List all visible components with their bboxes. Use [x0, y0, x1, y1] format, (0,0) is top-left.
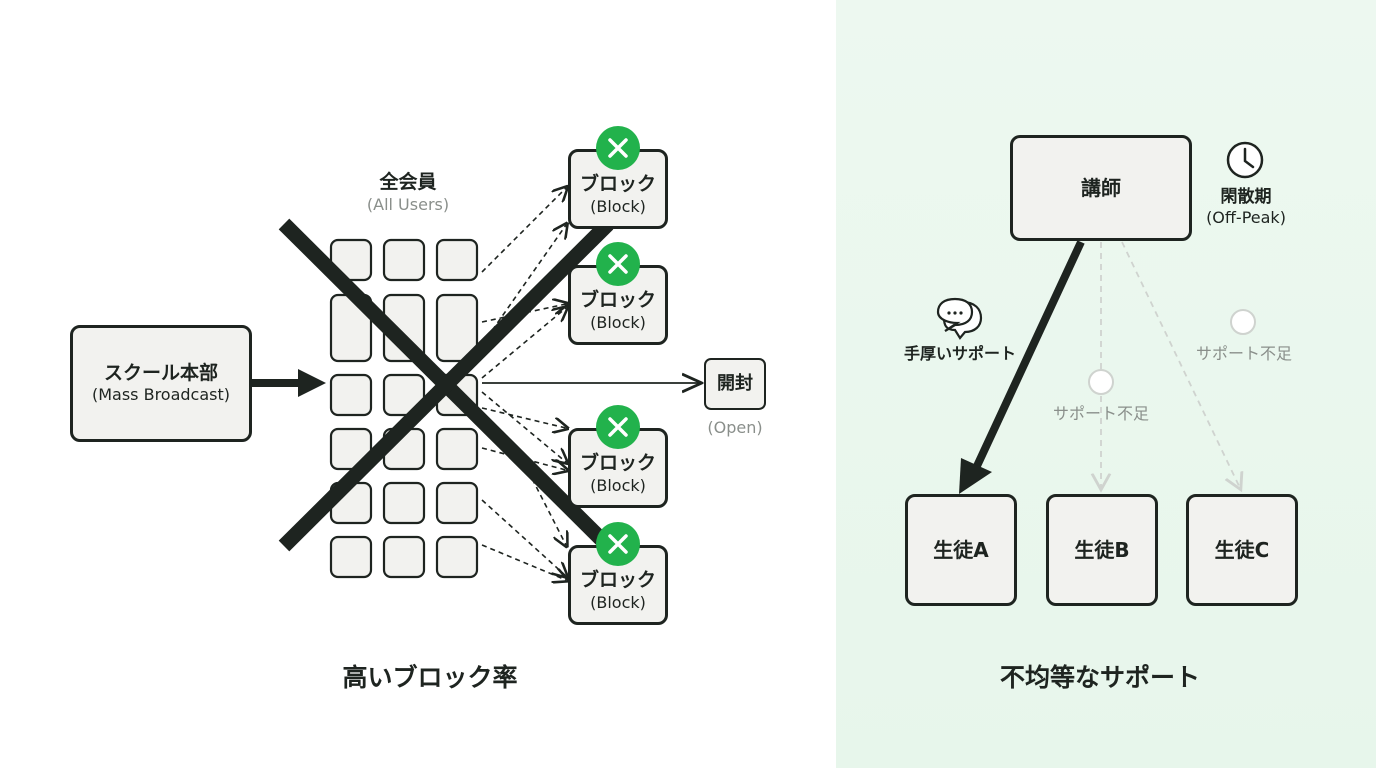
open-title: 開封 — [717, 372, 753, 394]
block-title: ブロック — [579, 173, 656, 196]
block-subtitle: (Block) — [590, 312, 646, 332]
student-a-box: 生徒A — [905, 494, 1017, 606]
teacher-box: 講師 — [1010, 135, 1192, 241]
student-a-title: 生徒A — [933, 537, 989, 562]
broadcast-arrow — [252, 369, 326, 397]
weak-support-arrows — [1101, 241, 1240, 488]
off-peak-title: 閑散期 — [1220, 187, 1272, 207]
block-subtitle: (Block) — [590, 196, 646, 216]
student-c-title: 生徒C — [1214, 537, 1270, 562]
right-caption: 不均等なサポート — [999, 663, 1200, 692]
student-b-title: 生徒B — [1074, 537, 1130, 562]
weak-support-label-center: サポート不足 — [1052, 404, 1149, 423]
clock-icon — [1226, 141, 1264, 179]
off-peak-subtitle: (Off-Peak) — [1206, 208, 1286, 228]
chat-bubbles-icon — [936, 297, 983, 340]
weak-support-label-right: サポート不足 — [1195, 344, 1292, 363]
empty-marker-icon — [1088, 369, 1114, 395]
all-users-title: 全会員 — [379, 171, 437, 193]
off-peak-label: 閑散期 (Off-Peak) — [1196, 186, 1296, 229]
x-mark-icon — [596, 522, 640, 566]
all-users-subtitle: (All Users) — [366, 194, 450, 214]
empty-marker-icon — [1230, 309, 1256, 335]
block-title: ブロック — [579, 569, 656, 592]
hq-subtitle: (Mass Broadcast) — [91, 385, 230, 405]
strong-support-label: 手厚いサポート — [903, 344, 1016, 363]
block-subtitle: (Block) — [590, 475, 646, 495]
x-mark-icon — [596, 126, 640, 170]
big-cross-icon — [278, 218, 614, 552]
x-mark-icon — [596, 405, 640, 449]
left-caption: 高いブロック率 — [342, 663, 518, 692]
teacher-title: 講師 — [1081, 175, 1121, 200]
block-subtitle: (Block) — [590, 592, 646, 612]
block-title: ブロック — [579, 289, 656, 312]
student-b-box: 生徒B — [1046, 494, 1158, 606]
strong-support-arrow — [959, 240, 1085, 494]
hq-box: スクール本部 (Mass Broadcast) — [70, 325, 252, 442]
x-mark-icon — [596, 242, 640, 286]
block-title: ブロック — [579, 452, 656, 475]
all-users-label: 全会員 (All Users) — [350, 170, 466, 215]
hq-title: スクール本部 — [103, 361, 218, 384]
open-box: 開封 — [704, 358, 766, 410]
student-c-box: 生徒C — [1186, 494, 1298, 606]
open-subtitle: (Open) — [707, 418, 763, 437]
block-arrows — [481, 188, 566, 580]
